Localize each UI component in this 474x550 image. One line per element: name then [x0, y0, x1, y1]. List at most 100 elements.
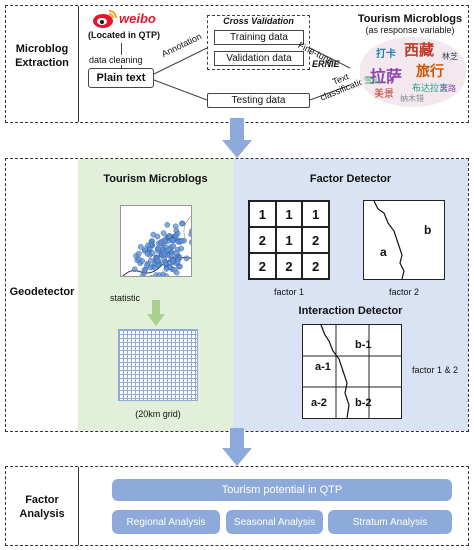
microblog-point — [172, 223, 179, 230]
factor2-map: a b — [363, 200, 445, 280]
word-cloud: 西藏 拉萨 旅行 打卡 布达拉宫 美景 纳木错 天路 雪山 林芝 — [360, 37, 466, 107]
factor-analysis-panel — [5, 466, 469, 546]
green-down-arrow — [147, 300, 165, 326]
testing-data-box: Testing data — [207, 93, 310, 108]
microblog-point — [179, 220, 185, 227]
ernie-label: ERNIE — [312, 59, 340, 69]
microblog-point — [177, 263, 183, 270]
microblog-point — [141, 267, 148, 274]
cross-validation-box — [207, 15, 310, 70]
microblog-point — [155, 246, 162, 253]
microblog-point — [149, 250, 156, 256]
factor1-cell: 1 — [249, 201, 276, 227]
factor1-caption: factor 1 — [273, 287, 304, 297]
response-variable-label: (as response variable) — [365, 25, 455, 35]
microblog-point — [156, 272, 162, 276]
microblog-point — [137, 244, 144, 250]
statistic-label: statistic — [110, 293, 141, 303]
grid-map — [118, 329, 198, 401]
microblog-point — [179, 237, 185, 244]
microblog-point — [158, 240, 164, 246]
down-arrow-2 — [222, 428, 252, 466]
word-cloud-word: 旅行 — [416, 63, 444, 79]
word-cloud-word: 美景 — [374, 89, 394, 100]
extraction-connectors — [153, 47, 351, 101]
factor2-label-b: b — [424, 223, 432, 237]
interaction-label-b2: b-2 — [355, 397, 372, 409]
factor-analysis-line1: Factor — [25, 494, 59, 506]
word-cloud-word: 拉萨 — [370, 69, 403, 86]
factor2-boundary — [373, 200, 405, 280]
plain-text-box: Plain text — [88, 68, 154, 88]
located-in-qtp: (Located in QTP) — [88, 30, 160, 40]
microblog-point — [169, 237, 176, 244]
points-map-svg — [122, 215, 192, 276]
weibo-wordmark: weibo — [119, 11, 156, 26]
interaction-label-a1: a-1 — [315, 361, 331, 373]
factor1-cell: 1 — [275, 201, 303, 227]
factor1-cell: 2 — [302, 253, 329, 279]
microblog-point — [155, 257, 161, 264]
regional-analysis-box: Regional Analysis — [112, 510, 220, 534]
seasonal-analysis-box: Seasonal Analysis — [226, 510, 323, 534]
microblog-point — [183, 255, 190, 262]
tourism-microblogs-title: Tourism Microblogs — [357, 13, 463, 25]
tourism-potential-bar: Tourism potential in QTP — [112, 479, 452, 501]
section-divider — [78, 6, 79, 122]
microblog-point — [154, 233, 161, 240]
factor1-grid: 1 1 1 2 1 2 2 2 2 — [248, 200, 330, 280]
microblog-point — [170, 243, 177, 249]
section-label-factor-analysis: Factor Analysis — [8, 493, 76, 521]
interaction-grid-lines — [303, 324, 401, 419]
microblog-point — [173, 232, 179, 239]
microblog-point — [169, 252, 175, 258]
microblog-point — [145, 242, 151, 249]
factor-detector-title: Factor Detector — [309, 173, 392, 185]
weibo-logo-icon — [93, 10, 117, 28]
training-data-box: Training data — [214, 30, 304, 45]
factor1-cell: 2 — [249, 253, 276, 279]
interaction-caption: factor 1 & 2 — [412, 365, 459, 375]
microblog-point — [191, 255, 192, 260]
word-cloud-word: 天路 — [440, 84, 456, 93]
microblog-point — [174, 259, 181, 265]
microblog-point — [188, 231, 191, 238]
word-cloud-word: 纳木错 — [400, 94, 424, 103]
microblog-point — [173, 250, 180, 257]
data-cleaning-label: data cleaning — [89, 55, 143, 65]
word-cloud-word: 林芝 — [442, 52, 458, 61]
points-map — [120, 205, 192, 277]
microblog-point — [161, 251, 168, 258]
microblog-point — [131, 266, 138, 273]
factor2-label-a: a — [380, 245, 387, 259]
microblog-point — [189, 239, 191, 245]
factor1-cell: 1 — [275, 227, 303, 253]
microblog-point — [135, 256, 142, 262]
microblog-point — [166, 233, 173, 239]
factor1-cell: 2 — [275, 253, 303, 279]
factor2-caption: factor 2 — [388, 287, 419, 297]
word-cloud-word: 雪山 — [364, 76, 380, 85]
down-arrow-1 — [222, 118, 252, 158]
microblog-point — [162, 260, 169, 267]
microblog-point — [147, 257, 154, 264]
factor1-cell: 1 — [302, 201, 329, 227]
microblog-point — [144, 251, 151, 257]
grid-caption: (20km grid) — [135, 409, 181, 419]
factor1-cell: 2 — [302, 227, 329, 253]
section-label-geodetector: Geodetector — [9, 286, 75, 298]
validation-data-box: Validation data — [214, 51, 304, 66]
microblog-point — [170, 258, 176, 264]
factor-analysis-line2: Analysis — [19, 508, 65, 520]
interaction-detector-title: Interaction Detector — [298, 305, 403, 317]
word-cloud-word: 布达拉宫 — [412, 83, 449, 93]
microblog-point — [160, 230, 167, 236]
word-cloud-word: 西藏 — [404, 42, 435, 59]
microblog-point — [164, 222, 171, 228]
microblog-point — [163, 273, 169, 276]
microblog-point — [171, 267, 178, 273]
microblog-point — [149, 275, 154, 276]
microblog-point — [144, 262, 150, 269]
cross-validation-title: Cross Validation — [223, 16, 294, 26]
microblog-point — [165, 246, 172, 253]
